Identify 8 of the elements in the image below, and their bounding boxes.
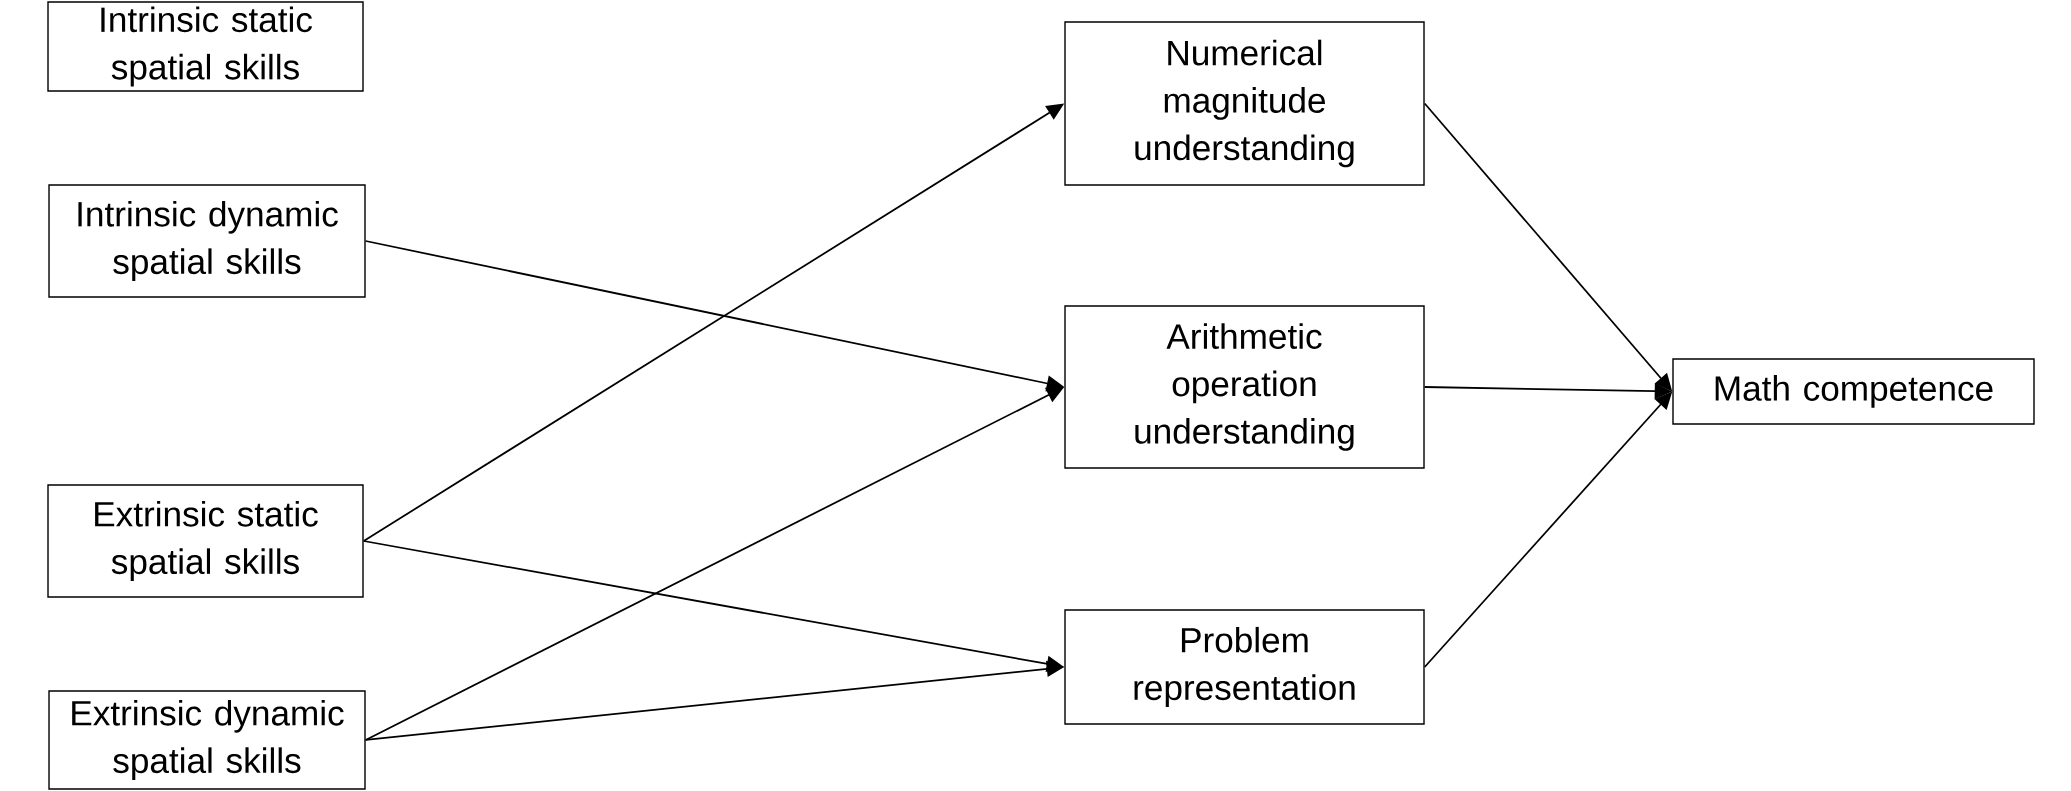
text-box: Intrinsic static spatial skills <box>47 1 364 92</box>
text-box: Extrinsic dynamic spatial skills <box>48 690 366 790</box>
text-box: Arithmetic operation understanding <box>1064 305 1425 469</box>
text-box: Problem representation <box>1064 609 1425 725</box>
text-box: Intrinsic dynamic spatial skills <box>48 184 366 298</box>
text-box: Extrinsic static spatial skills <box>47 484 364 598</box>
text-box: Math competence <box>1672 358 2035 425</box>
text-box: Numerical magnitude understanding <box>1064 21 1425 186</box>
